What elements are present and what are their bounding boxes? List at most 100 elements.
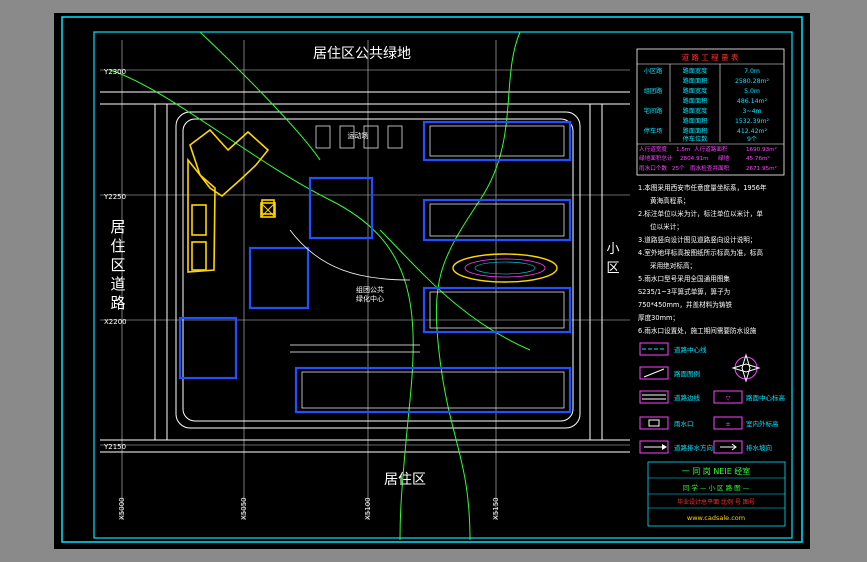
svg-text:3.道路竖向设计图见道路竖向设计说明；: 3.道路竖向设计图见道路竖向设计说明； (638, 235, 756, 244)
svg-text:5.雨水口型号采用全国通用图集: 5.雨水口型号采用全国通用图集 (638, 274, 730, 283)
center-label-2: 绿化中心 (356, 294, 384, 303)
parking-label: 运动场 (348, 131, 369, 140)
svg-text:6.雨水口设置处，施工期间需要防水设施: 6.雨水口设置处，施工期间需要防水设施 (638, 326, 757, 335)
table-group: 停车场 (644, 127, 663, 135)
legend-item: 雨水口 (639, 416, 694, 430)
design-notes: 1.本图采用西安市任意度量坐标系，1956年 黄海高程系； 2.标注单位以米为计… (638, 183, 767, 335)
legend-item: 道路排水方向 (639, 440, 713, 454)
bottom-area-label: 居住区 (384, 472, 426, 488)
svg-text:1.本图采用西安市任意度量坐标系，1956年: 1.本图采用西安市任意度量坐标系，1956年 (638, 183, 767, 192)
highlighted-building (187, 128, 275, 273)
svg-text:小: 小 (606, 242, 619, 257)
central-green-feature (452, 253, 558, 283)
svg-text:±: ± (725, 421, 730, 428)
left-road-label: 居 住 区 道 路 (110, 218, 125, 312)
svg-text:路面图例: 路面图例 (674, 369, 700, 378)
building-detail (290, 125, 565, 409)
svg-text:人行道路面积: 人行道路面积 (694, 145, 728, 153)
svg-text:道路排水方向: 道路排水方向 (674, 443, 713, 452)
svg-text:位以米计；: 位以米计； (650, 222, 683, 231)
title-line-3: 毕业设计总平面 比例 号 图号 (677, 498, 755, 506)
center-marker-icon (260, 202, 276, 218)
svg-text:2804.91m: 2804.91m (680, 156, 709, 162)
legend-item: 路面图例 (639, 366, 700, 380)
title-line-2: 同 学 — 小 区 路 图 — (683, 483, 750, 492)
svg-text:厚度30mm；: 厚度30mm； (638, 313, 679, 322)
table-cell: 1532.39m² (735, 118, 770, 125)
table-row-b: 绿地面积总计 (639, 154, 673, 162)
outer-frame (61, 16, 803, 543)
table-cell: 路面面积 (683, 97, 708, 105)
title-line-4: www.cadsale.com (687, 514, 745, 522)
table-group: 组团路 (644, 87, 663, 95)
inner-frame (93, 31, 793, 539)
svg-text:1690.93m²: 1690.93m² (746, 146, 777, 153)
svg-text:室内外标高: 室内外标高 (746, 419, 779, 428)
legend: 道路中心线 路面图例 道路边线 ▽ 路面中心标高 雨水口 ± 室内外标高 (639, 342, 786, 454)
table-row-c: 雨水口个数 (639, 164, 667, 172)
table-cell: 路面面积 (683, 127, 708, 135)
legend-item: 排水坡向 (713, 440, 772, 454)
north-arrow-icon (731, 353, 761, 383)
coord-y-low: X2200 (104, 318, 127, 326)
svg-text:4.室外地坪标高按图纸所示标高为准，标高: 4.室外地坪标高按图纸所示标高为准，标高 (638, 248, 763, 257)
svg-text:45.76m²: 45.76m² (746, 155, 770, 162)
quantity-table: 道 路 工 程 量 表 小区路 路面宽度 7.0m 路面面积 2580.28m²… (636, 48, 785, 176)
contour-lines (109, 31, 531, 541)
table-cell: 路面面积 (683, 77, 708, 85)
table-row-a: 人行道宽度 (639, 145, 667, 153)
svg-text:1.5m: 1.5m (676, 147, 690, 153)
top-area-label: 居住区公共绿地 (313, 46, 411, 62)
main-roads (100, 91, 630, 453)
svg-text:道路中心线: 道路中心线 (674, 345, 707, 354)
svg-text:750*450mm，井盖材料为铸铁: 750*450mm，井盖材料为铸铁 (638, 300, 732, 309)
table-cell: 486.14m² (737, 98, 768, 105)
table-title: 道 路 工 程 量 表 (682, 52, 739, 62)
svg-text:道路边线: 道路边线 (674, 393, 701, 402)
coord-y-mid: Y2250 (103, 193, 126, 201)
table-cell: 路面面积 (683, 117, 708, 125)
svg-text:S235/1~3平箅式单箅，箅子为: S235/1~3平箅式单箅，箅子为 (638, 287, 730, 296)
coord-y-top: Y2300 (103, 68, 126, 76)
table-cell: 路面宽度 (683, 87, 708, 95)
svg-text:黄海高程系；: 黄海高程系； (650, 196, 690, 205)
svg-text:住: 住 (110, 237, 125, 255)
svg-text:X5100: X5100 (364, 497, 372, 520)
legend-item: ± 室内外标高 (713, 416, 779, 430)
svg-text:2671.95m²: 2671.95m² (746, 165, 777, 172)
svg-text:排水坡向: 排水坡向 (746, 443, 772, 452)
svg-text:绿地: 绿地 (718, 154, 730, 162)
table-group: 小区路 (644, 67, 663, 75)
table-cell: 3~4m (742, 108, 761, 115)
table-cell: 5.0m (744, 88, 760, 95)
svg-text:道: 道 (110, 275, 125, 293)
svg-text:X5000: X5000 (118, 497, 126, 520)
coord-x-labels: X5000 X5050 X5100 X5150 (118, 497, 500, 520)
svg-text:X5150: X5150 (492, 497, 500, 520)
table-cell: 路面宽度 (683, 107, 708, 115)
center-label: 组团公共 (356, 285, 384, 294)
internal-path (289, 229, 411, 281)
coord-y-bottom: Y2150 (103, 443, 126, 451)
svg-text:▽: ▽ (726, 395, 731, 402)
svg-text:X5050: X5050 (240, 497, 248, 520)
table-cell: 2580.28m² (735, 78, 770, 85)
table-cell: 412.42m² (737, 128, 768, 135)
legend-item: 道路中心线 (639, 342, 707, 356)
legend-item: ▽ 路面中心标高 (713, 390, 786, 404)
right-area-label: 小 区 (606, 242, 619, 276)
svg-text:路: 路 (110, 294, 125, 312)
svg-text:居: 居 (110, 218, 125, 236)
table-cell: 路面宽度 (683, 67, 708, 75)
title-block: 一 同 岗 NEIE 经室 同 学 — 小 区 路 图 — 毕业设计总平面 比例… (647, 461, 786, 527)
table-cell: 7.0m (744, 68, 760, 75)
svg-text:路面中心标高: 路面中心标高 (746, 393, 786, 402)
drawing-sheet (54, 13, 810, 549)
svg-text:采用绝对标高；: 采用绝对标高； (650, 261, 696, 270)
svg-text:区: 区 (110, 256, 125, 274)
residential-buildings (178, 120, 572, 414)
table-cell: 停车位数 (683, 135, 709, 143)
svg-text:25个: 25个 (672, 165, 685, 172)
